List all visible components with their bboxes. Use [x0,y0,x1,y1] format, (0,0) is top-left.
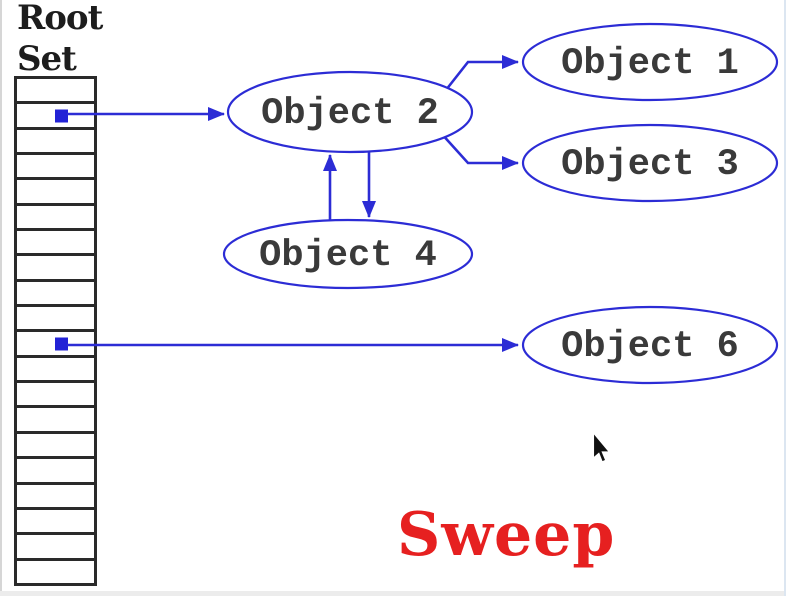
root-set-row-17 [17,485,94,510]
edge-object2-to-object3 [439,131,519,170]
root-set-row-9 [17,282,94,308]
root-set-row-14 [17,408,94,434]
object-1-node [521,22,779,102]
edge-object2-to-object1 [440,55,519,96]
root-set-row-10 [17,307,94,333]
root-set-row-4 [17,155,94,181]
object-6-label: Object 6 [561,326,739,368]
object-2-node [226,70,474,154]
frame-edge-bottom [0,591,786,596]
frame-edge-right [784,0,786,596]
root-set-row-12 [17,358,94,384]
root-set-row-5 [17,180,94,206]
root-set-row-1 [17,79,94,105]
root-set-row-6 [17,206,94,232]
mouse-cursor-icon [592,432,611,463]
root-set-row-18 [17,510,94,536]
object-3-node [521,123,779,203]
pointer-square [55,337,68,351]
root-set-label: Root Set [17,0,103,81]
pointer-square [55,109,68,123]
object-4-label: Object 4 [259,235,437,277]
frame-edge-left [0,0,2,596]
root-set-row-11 [17,332,94,358]
object-3-label: Object 3 [561,144,739,186]
root-set-row-16 [17,459,94,485]
root-set-row-13 [17,383,94,409]
root-set-label-line2: Set [17,39,77,80]
root-set-row-19 [17,535,94,561]
root-set-table [14,76,97,586]
object-2-label: Object 2 [261,93,439,135]
root-set-row-2 [17,104,94,130]
object-6-node [521,305,779,385]
root-set-row-15 [17,434,94,460]
root-set-row-8 [17,256,94,282]
root-set-row-3 [17,130,94,156]
object-4-node [222,218,474,290]
root-set-label-line1: Root [17,0,103,38]
object-1-label: Object 1 [561,43,739,85]
phase-label-sweep: Sweep [397,500,616,570]
root-set-row-7 [17,231,94,257]
